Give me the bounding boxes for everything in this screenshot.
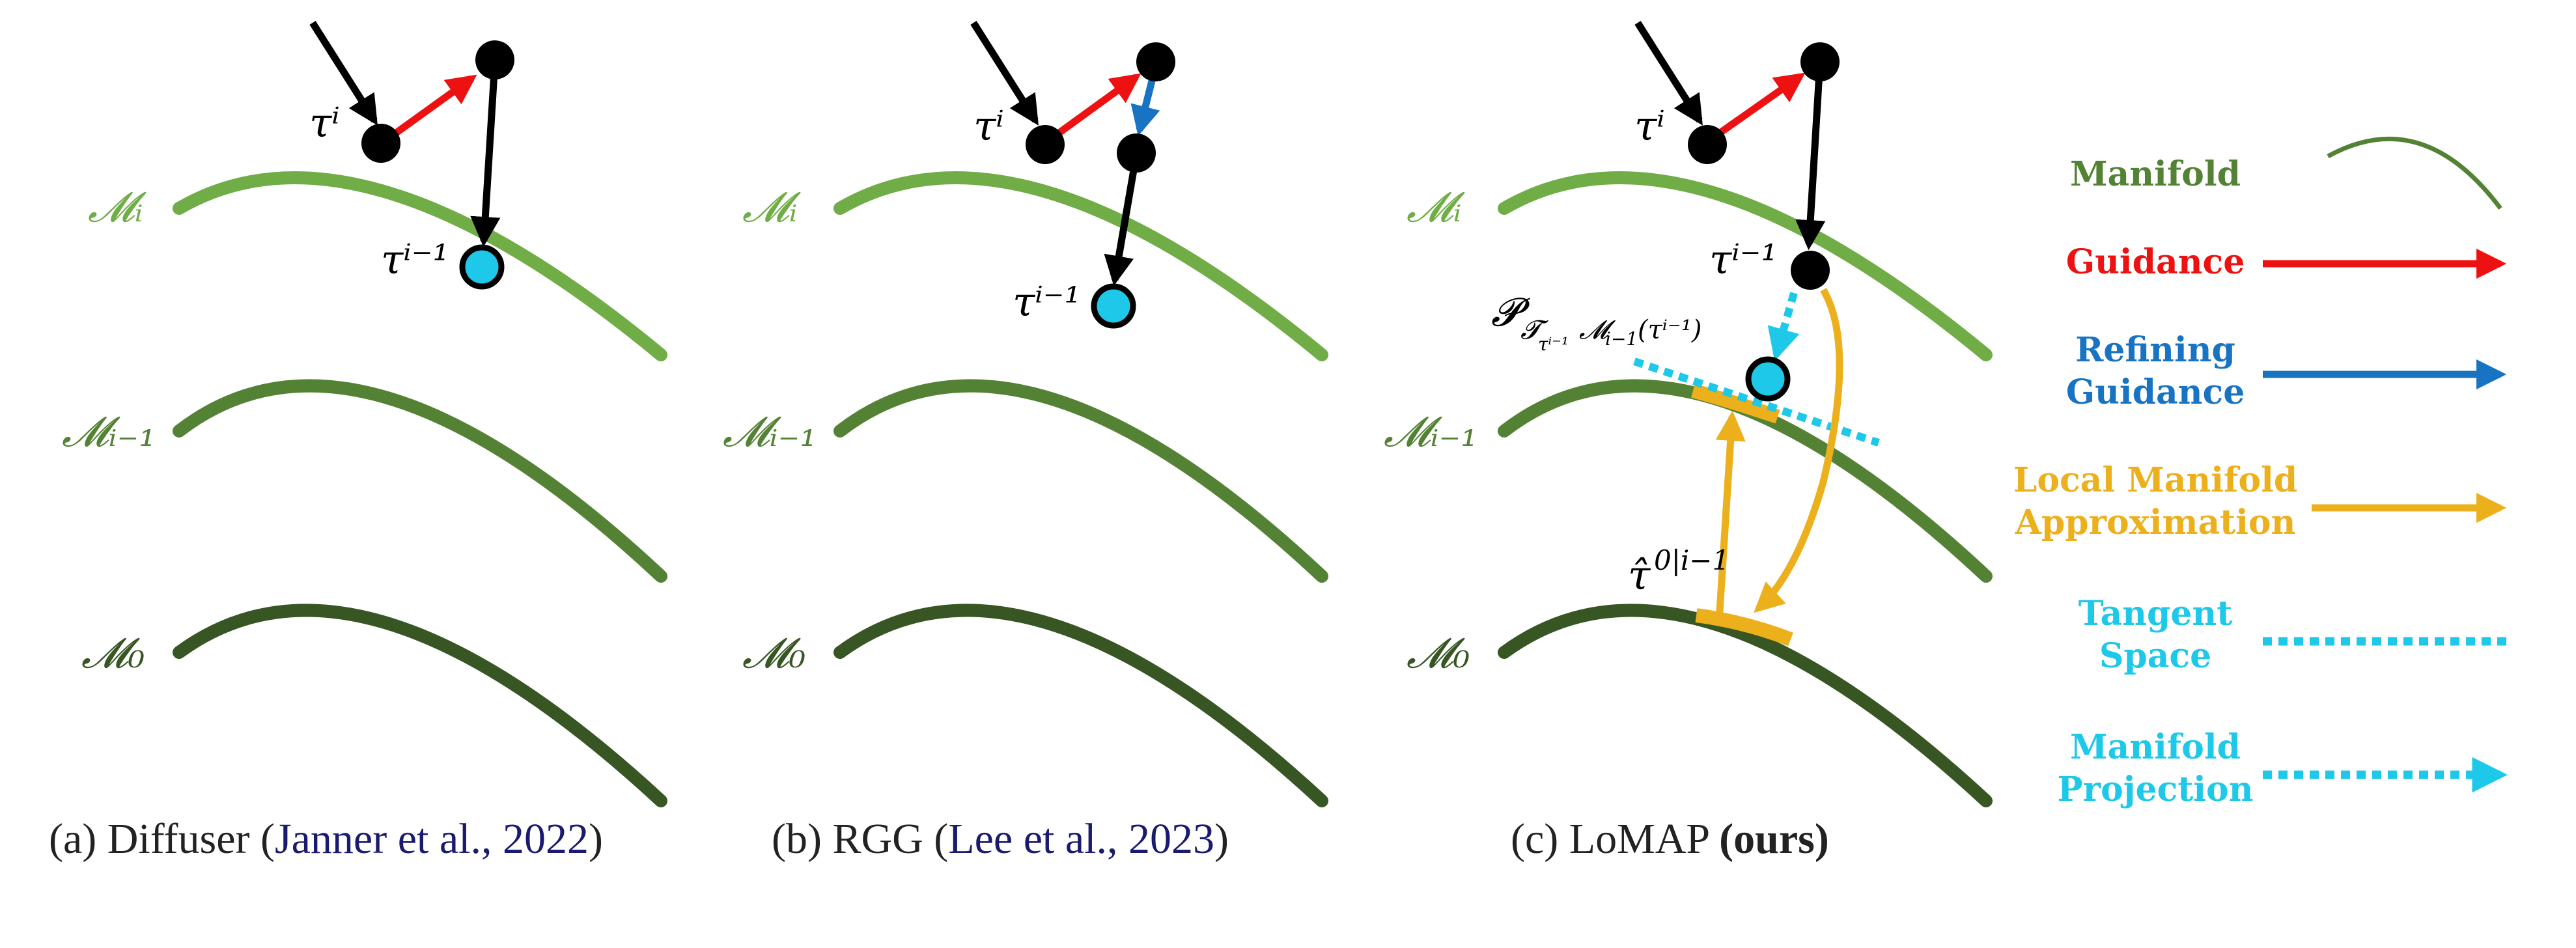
point-refined (1117, 133, 1156, 173)
panel-c: 𝓜ᵢ 𝓜ᵢ₋₁ 𝓜₀ τⁱ τⁱ⁻¹ 𝓟 𝓣 τⁱ⁻¹ 𝓜 i−1 (τⁱ⁻¹)… (1384, 21, 1993, 863)
label-m-top: 𝓜ᵢ (1407, 184, 1465, 232)
manifold-bottom-curve (1498, 604, 1993, 807)
denoise-arrow (470, 61, 501, 247)
incoming-arrow (309, 21, 378, 126)
incoming-arrow (970, 21, 1039, 126)
denoise-arrow (1104, 154, 1140, 286)
projection-arrow (1767, 292, 1800, 361)
legend-curve-icon (2327, 136, 2502, 210)
caption-a: (a) Diffuser (Janner et al., 2022) (49, 815, 603, 863)
label-m-top: 𝓜ᵢ (88, 184, 147, 232)
legend-label: Space (2099, 636, 2211, 676)
label-m-mid: 𝓜ᵢ₋₁ (723, 408, 817, 456)
guidance-arrow (1056, 73, 1141, 137)
incoming-arrow (1634, 21, 1703, 126)
panel-a: 𝓜ᵢ 𝓜ᵢ₋₁ 𝓜₀ τⁱ τⁱ⁻¹ (a) Diffuser (Janner … (49, 21, 667, 863)
legend-label: Tangent (2079, 594, 2233, 634)
legend-item-local-approx: Local Manifold Approximation (2013, 460, 2507, 542)
point-tau-i (1026, 125, 1065, 164)
guidance-arrow (1716, 72, 1806, 137)
label-m-mid: 𝓜ᵢ₋₁ (62, 408, 156, 456)
label-m-bot: 𝓜₀ (742, 630, 805, 678)
legend-item-manifold: Manifold (2070, 136, 2502, 210)
legend-item-projection: Manifold Projection (2057, 727, 2508, 809)
point-guided (475, 40, 514, 79)
point-guided (1800, 42, 1840, 81)
tangent-space-line (1633, 357, 1880, 447)
caption-c: (c) LoMAP (ours) (1511, 815, 1829, 863)
label-m-mid: 𝓜ᵢ₋₁ (1384, 408, 1477, 456)
label-tau-i: τⁱ (1634, 102, 1665, 150)
point-guided (1136, 42, 1175, 81)
legend-label: Local Manifold (2013, 460, 2297, 500)
label-tau-im1: τⁱ⁻¹ (381, 236, 449, 283)
legend-item-refining: Refining Guidance (2066, 330, 2507, 412)
label-m-top: 𝓜ᵢ (742, 184, 801, 232)
panel-b: 𝓜ᵢ 𝓜ᵢ₋₁ 𝓜₀ τⁱ τⁱ⁻¹ (b) RGG (Lee et al., … (723, 21, 1328, 863)
label-tau-im1: τⁱ⁻¹ (1709, 236, 1777, 283)
label-tau-i: τⁱ (973, 102, 1004, 150)
approx-arrow-up (1715, 410, 1746, 622)
legend: Manifold Guidance Refining Guidance Loca… (2013, 136, 2510, 809)
legend-item-tangent: Tangent Space (2079, 594, 2510, 676)
legend-label: Guidance (2066, 372, 2245, 412)
manifold-top-curve (173, 171, 667, 361)
caption-b: (b) RGG (Lee et al., 2023) (772, 815, 1229, 863)
legend-label: Guidance (2066, 242, 2245, 282)
legend-label: Manifold (2070, 154, 2241, 194)
point-projected (1745, 356, 1791, 402)
point-tau-i (361, 124, 400, 163)
label-m-bot: 𝓜₀ (81, 630, 145, 678)
manifold-mid-curve (1498, 379, 1993, 583)
legend-label: Projection (2057, 770, 2253, 809)
legend-item-guidance: Guidance (2066, 242, 2507, 282)
local-segment-bottom (1695, 608, 1793, 647)
label-projection: 𝓟 𝓣 τⁱ⁻¹ 𝓜 i−1 (τⁱ⁻¹) (1491, 290, 1702, 355)
legend-label: Manifold (2070, 727, 2241, 767)
manifold-top-curve (833, 171, 1328, 361)
manifold-bottom-curve (833, 604, 1328, 807)
point-tau-im1 (459, 244, 505, 290)
manifold-bottom-curve (173, 604, 667, 807)
point-tau-i (1688, 125, 1727, 164)
manifold-mid-curve (173, 379, 667, 583)
guidance-arrow (388, 74, 477, 140)
point-tau-im1 (1791, 251, 1830, 290)
approx-arrow-down (1754, 288, 1843, 613)
manifold-top-curve (1498, 171, 1993, 361)
refining-arrow (1130, 77, 1160, 136)
label-tau-i: τⁱ (309, 99, 340, 146)
legend-label: Approximation (2015, 503, 2296, 542)
legend-label: Refining (2075, 330, 2235, 370)
label-m-bot: 𝓜₀ (1407, 630, 1470, 678)
label-tau-hat: τ̂ 0|i−1 (1628, 544, 1729, 599)
point-tau-im1 (1091, 283, 1136, 329)
label-tau-im1: τⁱ⁻¹ (1013, 278, 1080, 326)
denoise-arrow (1795, 61, 1826, 251)
manifold-mid-curve (833, 379, 1328, 583)
local-segment-mid (1691, 383, 1780, 424)
